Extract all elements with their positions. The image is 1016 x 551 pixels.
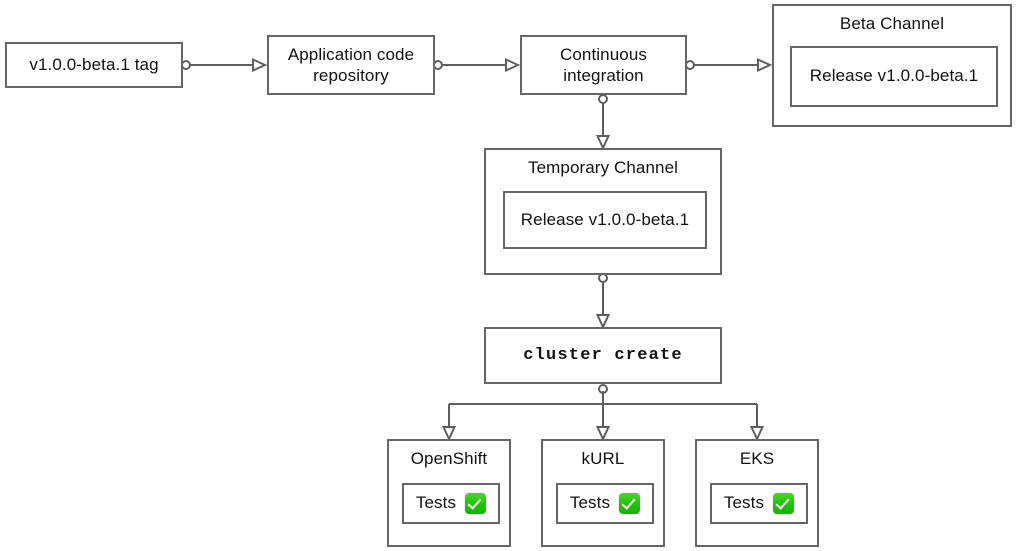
check-mark-button-icon (465, 493, 487, 514)
node-temporary-channel-release[interactable]: Release v1.0.0-beta.1 (503, 191, 707, 249)
node-beta-channel-title: Beta Channel (839, 14, 945, 33)
node-openshift[interactable]: OpenShift Tests (387, 439, 511, 547)
node-kurl-tests[interactable]: Tests (556, 483, 654, 524)
node-eks-tests[interactable]: Tests (710, 483, 808, 524)
node-application-code-repository-label: Application code repository (287, 44, 415, 85)
node-beta-channel-release-label: Release v1.0.0-beta.1 (809, 66, 979, 86)
edge-temporary-channel-to-cluster-create (595, 273, 611, 330)
node-openshift-tests-label: Tests (415, 493, 457, 513)
check-mark-button-icon (773, 493, 795, 514)
node-continuous-integration-label: Continuous integration (559, 44, 647, 85)
node-version-tag-label: v1.0.0-beta.1 tag (29, 55, 159, 75)
node-eks[interactable]: EKS Tests (695, 439, 819, 547)
edge-repo-to-ci (433, 57, 521, 73)
node-openshift-tests[interactable]: Tests (402, 483, 500, 524)
edge-ci-to-temporary-channel (595, 94, 611, 151)
node-kurl-title: kURL (581, 449, 625, 468)
node-eks-title: EKS (739, 449, 775, 468)
node-kurl[interactable]: kURL Tests (541, 439, 665, 547)
node-temporary-channel-release-label: Release v1.0.0-beta.1 (520, 209, 690, 229)
node-cluster-create-label: cluster create (523, 345, 683, 365)
node-application-code-repository[interactable]: Application code repository (267, 35, 435, 95)
node-cluster-create[interactable]: cluster create (484, 327, 722, 384)
node-beta-channel-release[interactable]: Release v1.0.0-beta.1 (790, 46, 998, 107)
edge-cluster-create-fork (441, 384, 765, 442)
node-kurl-tests-label: Tests (569, 493, 611, 513)
node-eks-tests-label: Tests (723, 493, 765, 513)
node-temporary-channel[interactable]: Temporary Channel Release v1.0.0-beta.1 (484, 148, 722, 275)
node-temporary-channel-title: Temporary Channel (527, 158, 679, 177)
node-beta-channel[interactable]: Beta Channel Release v1.0.0-beta.1 (772, 4, 1012, 127)
edge-tag-to-repo (181, 57, 268, 73)
node-continuous-integration[interactable]: Continuous integration (520, 35, 687, 95)
node-openshift-title: OpenShift (410, 449, 488, 468)
node-version-tag[interactable]: v1.0.0-beta.1 tag (5, 42, 183, 88)
check-mark-button-icon (619, 493, 641, 514)
edge-ci-to-beta-channel (685, 57, 773, 73)
